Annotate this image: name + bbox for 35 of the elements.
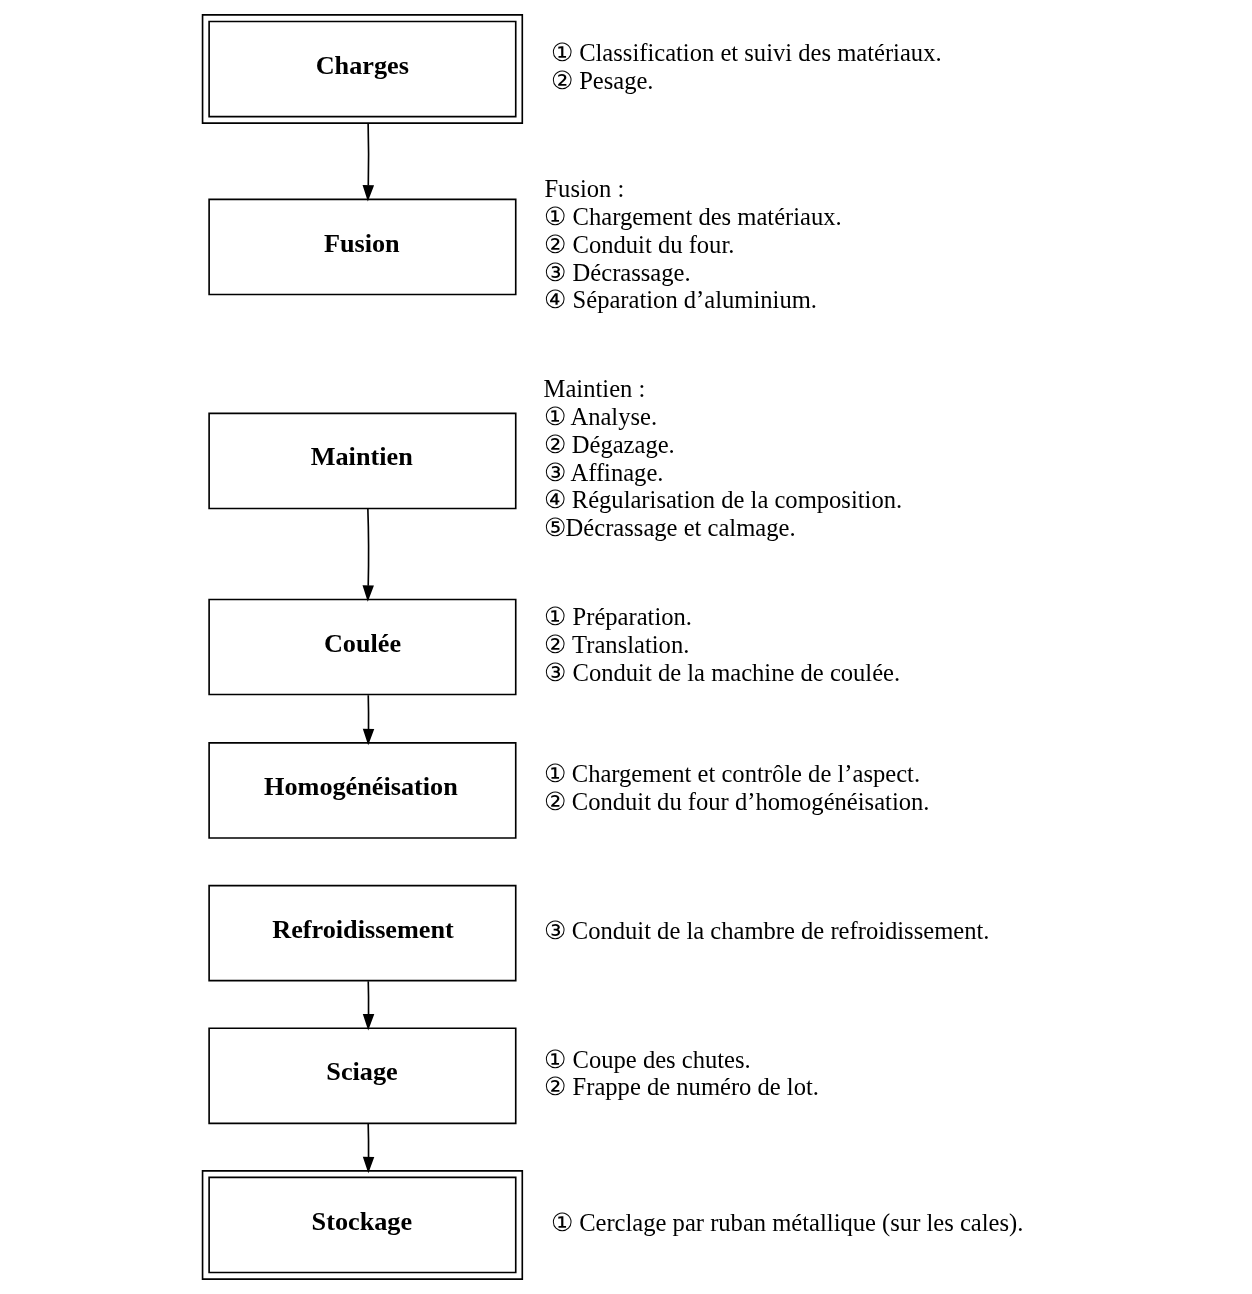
node-label: ② Conduit du four. [544, 230, 735, 258]
node-box: Fusion [208, 198, 517, 296]
node-label: ① Analyse. [543, 402, 658, 430]
node-label: ③ Conduit de la chambre de refroidissement. [543, 916, 990, 944]
node-box: Charges [201, 14, 524, 124]
node-box: Homogénéisation [208, 742, 517, 839]
node-label: ① Cerclage par ruban métallique (sur les cales). [550, 1208, 1024, 1236]
node-label: ③ Conduit de la machine de coulée. [544, 658, 901, 686]
node-label: ④ Séparation d’aluminium. [544, 286, 817, 314]
node-label: ⑤Décrassage et calmage. [543, 514, 796, 542]
node-label: ③ Décrassage. [544, 258, 691, 286]
node-box: Coulée [208, 598, 517, 696]
node-label: ③ Affinage. [543, 458, 664, 486]
node-label: ① Chargement des matériaux. [544, 202, 842, 230]
node-label: ① Coupe des chutes. [544, 1045, 751, 1073]
node-label: ① Classification et suivi des matériaux. [550, 38, 942, 66]
node-box: Maintien [208, 412, 517, 510]
node-label: ② Translation. [544, 630, 690, 658]
node-label: ② Frappe de numéro de lot. [544, 1073, 819, 1101]
arrow [362, 980, 375, 1031]
arrow [362, 507, 374, 602]
arrow [362, 694, 375, 746]
node-box: Stockage [201, 1170, 524, 1280]
arrow [362, 122, 375, 202]
node-label: ② Pesage. [550, 66, 654, 94]
node-label: ① Chargement et contrôle de l’aspect. [543, 760, 921, 788]
node-label: Maintien : [543, 374, 646, 402]
node-label: ① Préparation. [544, 602, 693, 630]
node-label: Fusion : [544, 174, 625, 202]
node-label: ② Dégazage. [543, 430, 675, 458]
arrow [362, 1122, 375, 1174]
node-label: ② Conduit du four d’homogénéisation. [543, 788, 930, 816]
node-box: Refroidissement [208, 884, 517, 982]
node-box: Sciage [208, 1027, 517, 1125]
node-label: ④ Régularisation de la composition. [543, 486, 903, 514]
